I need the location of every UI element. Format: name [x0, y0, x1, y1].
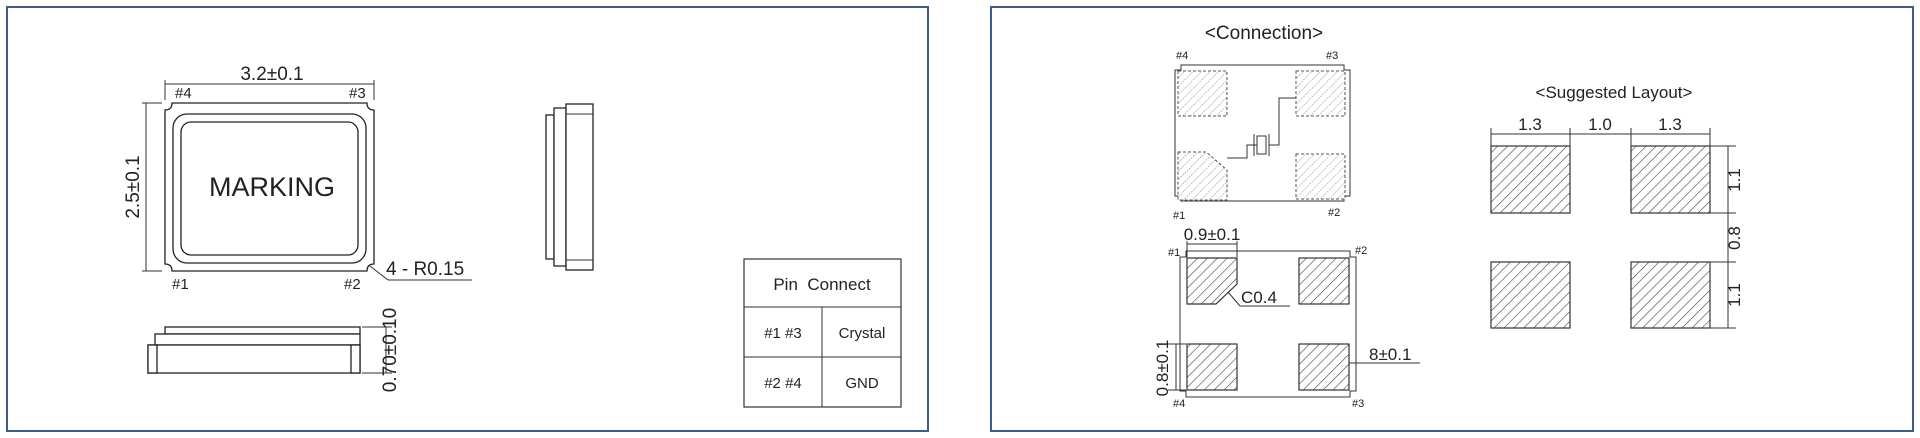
marking-label: MARKING: [209, 172, 335, 202]
bottom-pad-4: [1186, 343, 1238, 391]
pin-3-label: #3: [349, 85, 366, 102]
layout-pad-top-right: [1630, 145, 1711, 214]
layout-pad-bottom-left: [1490, 261, 1571, 329]
connection-pin-4: #4: [1176, 50, 1188, 62]
suggested-layout-title: <Suggested Layout>: [1536, 83, 1693, 102]
connection-pad-2: [1295, 153, 1346, 200]
connection-title: <Connection>: [1205, 23, 1323, 44]
bottom-pad-2: [1298, 257, 1350, 305]
layout-dim-left: 1.3: [1518, 115, 1542, 134]
connection-outline: [1174, 64, 1351, 202]
thickness-dimension: 0.70±0.10: [380, 308, 401, 392]
side-terminal-left: [545, 114, 555, 260]
suggested-layout: <Suggested Layout> 1.3 1.0 1.3 1.1 0.8 1…: [1490, 83, 1744, 329]
connection-pin-2: #2: [1328, 207, 1340, 219]
table-row-2-function: GND: [845, 375, 879, 392]
corner-radius-note: 4 - R0.15: [386, 259, 464, 280]
bottom-pad-1: [1186, 257, 1238, 305]
layout-dim-gap-vertical: 0.8: [1725, 226, 1744, 250]
bottom-pad-3: [1298, 343, 1350, 391]
side-body: [147, 344, 361, 374]
table-header: Pin Connect: [773, 275, 871, 294]
bottom-pin-4: #4: [1173, 398, 1185, 410]
pin-4-label: #4: [175, 85, 192, 102]
bottom-pin-2: #2: [1355, 245, 1367, 257]
pin-connect-table: Pin Connect #1 #3 Crystal #2 #4 GND: [743, 258, 902, 408]
layout-dim-top-pad: 1.1: [1725, 168, 1744, 192]
pad-width-dimension: 0.9±0.1: [1184, 225, 1241, 244]
layout-dim-right: 1.3: [1658, 115, 1682, 134]
table-row-1-pins: #1 #3: [764, 325, 802, 342]
table-row-2-pins: #2 #4: [764, 375, 802, 392]
lid-inner: [180, 121, 359, 256]
connection-pad-1: [1177, 151, 1228, 201]
chamfer-label: C0.4: [1241, 288, 1277, 307]
pin-2-label: #2: [344, 276, 361, 293]
connection-pad-4: [1177, 70, 1228, 117]
side-view-horizontal: 0.70±0.10: [147, 308, 401, 392]
table-row-1-function: Crystal: [839, 325, 886, 342]
side-view-vertical: [545, 103, 594, 271]
pad-offset-dimension: 8±0.1: [1369, 345, 1411, 364]
pin-1-label: #1: [172, 276, 189, 293]
layout-pad-bottom-right: [1630, 261, 1711, 329]
width-dimension: 3.2±0.1: [240, 64, 303, 85]
top-view: 3.2±0.1 2.5±0.1 MARKING #4 #3 #1 #2 4 - …: [123, 64, 472, 293]
bottom-pin-1: #1: [1168, 247, 1180, 259]
crystal-symbol: [1256, 135, 1267, 155]
bottom-view: 0.9±0.1 C0.4 0.8±0.1 8±0.1 #1 #2 #4 #3: [1153, 225, 1420, 410]
layout-dim-gap: 1.0: [1588, 115, 1612, 134]
right-panel-frame: [990, 6, 1914, 432]
height-dimension: 2.5±0.1: [123, 155, 144, 218]
pad-height-dimension: 0.8±0.1: [1153, 340, 1172, 397]
layout-pad-top-left: [1490, 145, 1571, 214]
bottom-view-outline: [1179, 250, 1357, 398]
layout-dim-bottom-pad: 1.1: [1725, 283, 1744, 307]
connection-pin-3: #3: [1326, 50, 1338, 62]
connection-pad-3: [1295, 70, 1346, 117]
bottom-pin-3: #3: [1352, 398, 1364, 410]
connection-pin-1: #1: [1173, 210, 1185, 222]
connection-view: <Connection> #4 #3 #1 #2: [1173, 23, 1351, 222]
